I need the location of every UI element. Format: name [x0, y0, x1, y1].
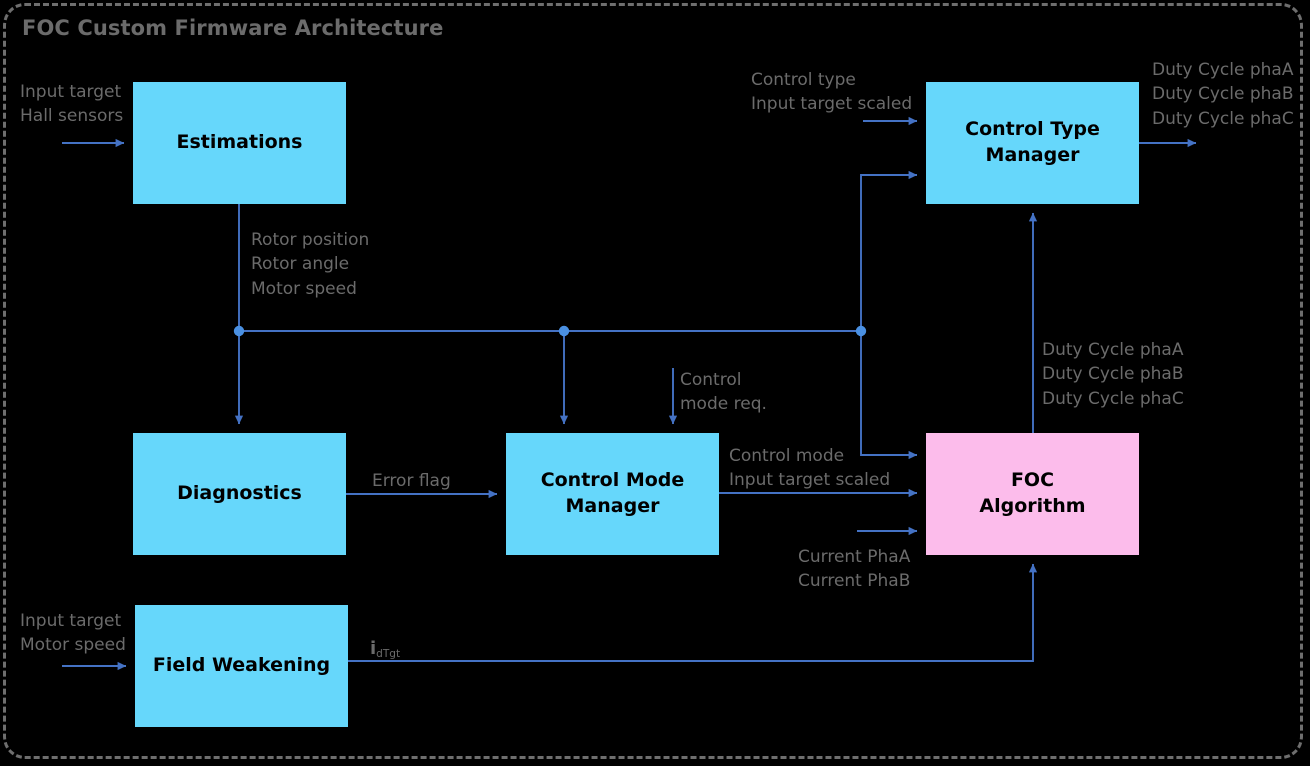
- block-estimations-label: Estimations: [176, 131, 303, 154]
- label-error-flag: Error flag: [372, 471, 451, 491]
- block-field-weakening-label: Field Weakening: [152, 654, 331, 677]
- label-id-tgt-base: i: [370, 638, 377, 659]
- label-id-tgt: idTgt: [370, 636, 400, 662]
- page-title: FOC Custom Firmware Architecture: [22, 16, 444, 40]
- junction-dot-diagnostics: [233, 325, 245, 337]
- block-diagnostics[interactable]: Diagnostics: [133, 433, 346, 555]
- arrow-bus-to-foc-algorithm: [860, 331, 918, 460]
- arrow-field-weakening-to-foc: [348, 563, 1038, 662]
- arrow-bus-to-control-type-manager: [860, 170, 918, 331]
- label-id-tgt-subscript: dTgt: [376, 647, 401, 660]
- junction-dot-right: [855, 325, 867, 337]
- block-field-weakening[interactable]: Field Weakening: [135, 605, 348, 727]
- block-estimations[interactable]: Estimations: [133, 82, 346, 204]
- block-diagnostics-label: Diagnostics: [177, 482, 302, 505]
- bus-junction-dots: [233, 325, 867, 337]
- junction-dot-control-mode: [558, 325, 570, 337]
